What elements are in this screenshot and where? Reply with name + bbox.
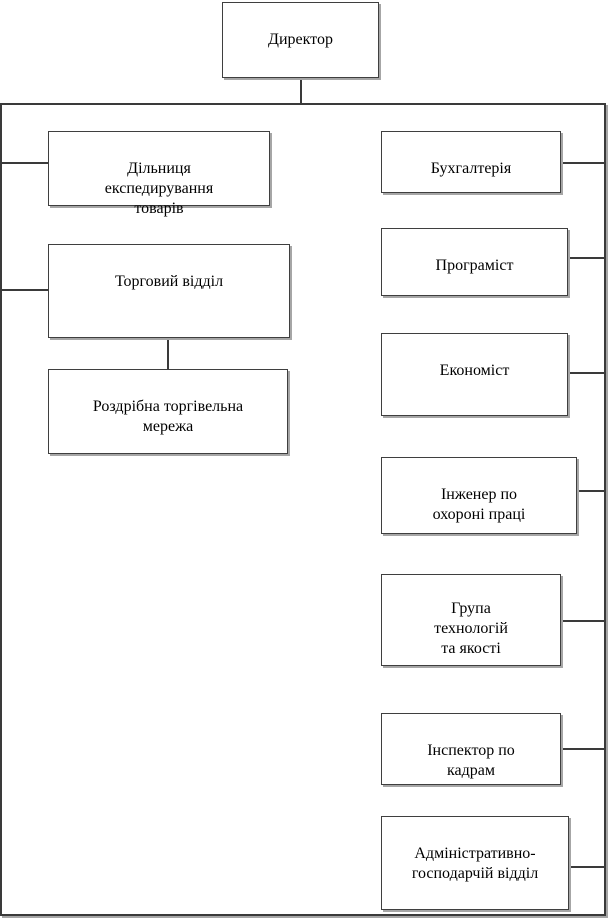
economist-box: Економіст [381, 333, 568, 416]
connector-director-stem [300, 78, 302, 103]
connector-right-safety-engineer [576, 490, 605, 492]
expedition-unit-box: Дільниця експедирування товарів [48, 131, 270, 217]
admin-household-department-label: Адміністративно- господарчій відділ [411, 845, 539, 882]
connector-left-trade [2, 289, 48, 291]
connector-left-expedition [2, 162, 48, 164]
hr-inspector-box: Інспектор по кадрам [381, 713, 561, 785]
director-box: Директор [222, 2, 379, 78]
programmer-box: Програміст [381, 228, 568, 296]
retail-network-box: Роздрібна торгівельна мережа [48, 369, 288, 454]
hr-inspector-label: Інспектор по кадрам [427, 742, 515, 779]
retail-network-label: Роздрібна торгівельна мережа [92, 398, 244, 435]
connector-right-hr-inspector [560, 748, 605, 750]
admin-household-department-box: Адміністративно- господарчій відділ [381, 816, 569, 910]
accounting-label: Бухгалтерія [430, 160, 512, 177]
trade-department-box: Торговий відділ [48, 244, 290, 338]
safety-engineer-box: Інженер по охороні праці [381, 457, 577, 534]
accounting-box: Бухгалтерія [381, 131, 561, 193]
connector-right-accounting [560, 162, 605, 164]
org-frame [0, 103, 606, 916]
trade-department-label: Торговий відділ [114, 273, 224, 290]
connector-right-technology-quality [560, 620, 605, 622]
technology-quality-group-box: Група технологій та якості [381, 574, 561, 666]
expedition-unit-label: Дільниця експедирування товарів [104, 160, 214, 217]
connector-trade-to-retail [167, 338, 169, 369]
safety-engineer-label: Інженер по охороні праці [432, 486, 526, 523]
economist-label: Економіст [439, 362, 510, 379]
technology-quality-group-label: Група технологій та якості [434, 600, 508, 657]
programmer-label: Програміст [435, 257, 514, 274]
connector-right-admin-household [568, 866, 605, 868]
connector-right-programmer [567, 257, 605, 259]
connector-right-economist [567, 372, 605, 374]
director-label: Директор [268, 31, 333, 48]
